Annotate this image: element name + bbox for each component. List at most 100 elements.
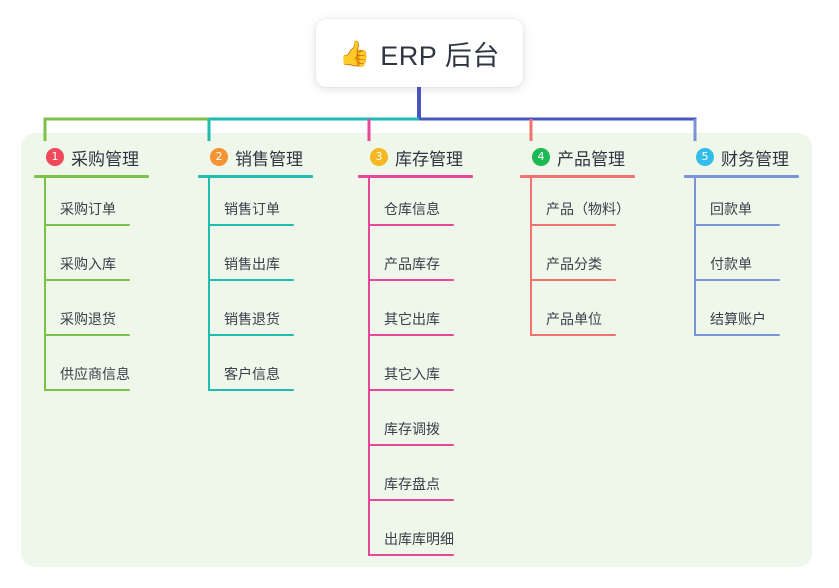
leaf-item[interactable]: 付款单: [684, 233, 824, 288]
leaf-item-label: 销售出库: [224, 256, 280, 272]
leaf-item-underline: [368, 554, 454, 556]
column-badge-icon: 1: [46, 148, 64, 166]
leaf-item-underline: [44, 279, 130, 281]
leaf-item[interactable]: 库存调拨: [358, 398, 508, 453]
leaf-item[interactable]: 采购订单: [34, 178, 184, 233]
leaf-item[interactable]: 产品分类: [520, 233, 670, 288]
leaf-item-label: 其它入库: [384, 366, 440, 382]
leaf-item-underline: [208, 224, 294, 226]
leaf-item-label: 采购入库: [60, 256, 116, 272]
root-node[interactable]: 👍 ERP 后台: [316, 19, 523, 87]
thumbs-up-icon: 👍: [339, 38, 371, 68]
leaf-item-label: 产品（物料）: [546, 201, 630, 217]
column-spine: [694, 178, 696, 336]
column-spine: [208, 178, 210, 391]
column-badge-icon: 4: [532, 148, 550, 166]
column-spine: [530, 178, 532, 336]
leaf-item-label: 销售退货: [224, 311, 280, 327]
leaf-item-label: 采购退货: [60, 311, 116, 327]
column-header-1[interactable]: 1 采购管理: [34, 145, 184, 169]
leaf-item-label: 销售订单: [224, 201, 280, 217]
leaf-item-label: 付款单: [710, 256, 752, 272]
column-underline: [520, 175, 635, 178]
leaf-item-label: 采购订单: [60, 201, 116, 217]
leaf-item[interactable]: 仓库信息: [358, 178, 508, 233]
column-header-4[interactable]: 4 产品管理: [520, 145, 670, 169]
column-items: 回款单付款单结算账户: [684, 178, 824, 343]
leaf-item[interactable]: 产品库存: [358, 233, 508, 288]
column-4: 4 产品管理产品（物料） 产品分类产品单位: [520, 145, 670, 343]
leaf-item[interactable]: 产品单位: [520, 288, 670, 343]
leaf-item-underline: [368, 279, 454, 281]
column-items: 采购订单采购入库采购退货供应商信息: [34, 178, 184, 398]
column-spine: [44, 178, 46, 391]
column-underline: [684, 175, 799, 178]
leaf-item-label: 结算账户: [710, 311, 766, 327]
leaf-item-underline: [368, 444, 454, 446]
column-title: 销售管理: [235, 149, 303, 169]
leaf-item[interactable]: 销售退货: [198, 288, 348, 343]
leaf-item-label: 客户信息: [224, 366, 280, 382]
column-badge-icon: 2: [210, 148, 228, 166]
column-items: 销售订单销售出库销售退货客户信息: [198, 178, 348, 398]
leaf-item[interactable]: 客户信息: [198, 343, 348, 398]
column-1: 1 采购管理采购订单采购入库采购退货供应商信息: [34, 145, 184, 398]
leaf-item[interactable]: 出库库明细: [358, 508, 508, 563]
leaf-item-underline: [44, 224, 130, 226]
column-2: 2 销售管理销售订单销售出库销售退货客户信息: [198, 145, 348, 398]
column-title: 库存管理: [395, 149, 463, 169]
leaf-item[interactable]: 结算账户: [684, 288, 824, 343]
leaf-item[interactable]: 采购入库: [34, 233, 184, 288]
leaf-item-underline: [530, 334, 616, 336]
leaf-item-label: 库存盘点: [384, 476, 440, 492]
diagram-background-panel: [21, 133, 812, 567]
leaf-item-label: 产品分类: [546, 256, 602, 272]
root-title: ERP 后台: [380, 40, 500, 71]
leaf-item-label: 产品库存: [384, 256, 440, 272]
leaf-item-label: 回款单: [710, 201, 752, 217]
column-title: 采购管理: [71, 149, 139, 169]
leaf-item-underline: [530, 224, 616, 226]
leaf-item-underline: [44, 389, 130, 391]
leaf-item[interactable]: 采购退货: [34, 288, 184, 343]
leaf-item-underline: [208, 334, 294, 336]
leaf-item-underline: [208, 389, 294, 391]
column-items: 产品（物料） 产品分类产品单位: [520, 178, 670, 343]
column-underline: [358, 175, 473, 178]
column-underline: [34, 175, 149, 178]
column-header-3[interactable]: 3 库存管理: [358, 145, 508, 169]
leaf-item-underline: [694, 334, 780, 336]
leaf-item-underline: [208, 279, 294, 281]
leaf-item[interactable]: 销售出库: [198, 233, 348, 288]
leaf-item[interactable]: 其它入库: [358, 343, 508, 398]
column-3: 3 库存管理仓库信息产品库存其它出库其它入库库存调拨库存盘点出库库明细: [358, 145, 508, 563]
leaf-item-underline: [368, 389, 454, 391]
leaf-item[interactable]: 产品（物料）: [520, 178, 670, 233]
leaf-item-label: 仓库信息: [384, 201, 440, 217]
leaf-item-label: 出库库明细: [384, 531, 454, 547]
leaf-item-label: 产品单位: [546, 311, 602, 327]
column-header-2[interactable]: 2 销售管理: [198, 145, 348, 169]
leaf-item[interactable]: 其它出库: [358, 288, 508, 343]
column-badge-icon: 3: [370, 148, 388, 166]
leaf-item-underline: [530, 279, 616, 281]
leaf-item[interactable]: 回款单: [684, 178, 824, 233]
leaf-item[interactable]: 库存盘点: [358, 453, 508, 508]
leaf-item-label: 其它出库: [384, 311, 440, 327]
leaf-item[interactable]: 供应商信息: [34, 343, 184, 398]
leaf-item-label: 供应商信息: [60, 366, 130, 382]
leaf-item-underline: [694, 279, 780, 281]
column-title: 产品管理: [557, 149, 625, 169]
column-underline: [198, 175, 313, 178]
leaf-item-underline: [694, 224, 780, 226]
leaf-item-label: 库存调拨: [384, 421, 440, 437]
leaf-item-underline: [368, 334, 454, 336]
leaf-item[interactable]: 销售订单: [198, 178, 348, 233]
column-items: 仓库信息产品库存其它出库其它入库库存调拨库存盘点出库库明细: [358, 178, 508, 563]
column-title: 财务管理: [721, 149, 789, 169]
column-spine: [368, 178, 370, 556]
leaf-item-underline: [44, 334, 130, 336]
